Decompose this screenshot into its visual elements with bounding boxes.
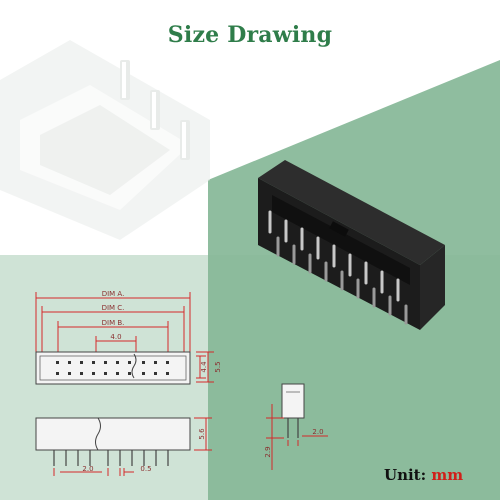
pitch-label: 4.0 (110, 333, 121, 341)
pin-holes (56, 361, 169, 375)
side-view-pins (53, 450, 169, 466)
dim-c-label: DIM C. (102, 304, 125, 312)
faded-connector-photo (0, 40, 210, 240)
end-pitch-label: 2.0 (312, 428, 323, 436)
page-title: Size Drawing (167, 22, 333, 48)
side-pitch-label: 2.0 (82, 465, 93, 473)
top-view-drawing: DIM A. DIM C. DIM B. 4.0 4.4 5.5 (35, 290, 222, 385)
box-header-connector-photo (258, 160, 445, 330)
end-view-housing (281, 383, 305, 419)
side-height-label: 5.6 (198, 428, 206, 440)
end-pin-length-label: 2.9 (264, 446, 272, 457)
unit-note: Unit: mm (384, 466, 463, 484)
height-outer-label: 5.5 (214, 361, 222, 372)
side-view-drawing: 5.6 2.0 0.5 (35, 417, 212, 476)
side-pin-width-label: 0.5 (140, 465, 151, 473)
top-view-housing (35, 351, 191, 385)
connector-pins (268, 210, 400, 302)
height-inner-label: 4.4 (200, 361, 208, 373)
dim-a-label: DIM A. (102, 290, 125, 298)
unit-value: mm (431, 466, 464, 484)
end-view-drawing: 2.9 2.0 (264, 383, 328, 470)
dim-b-label: DIM B. (102, 319, 125, 327)
side-view-housing (35, 417, 191, 451)
unit-label: Unit: (384, 466, 427, 484)
